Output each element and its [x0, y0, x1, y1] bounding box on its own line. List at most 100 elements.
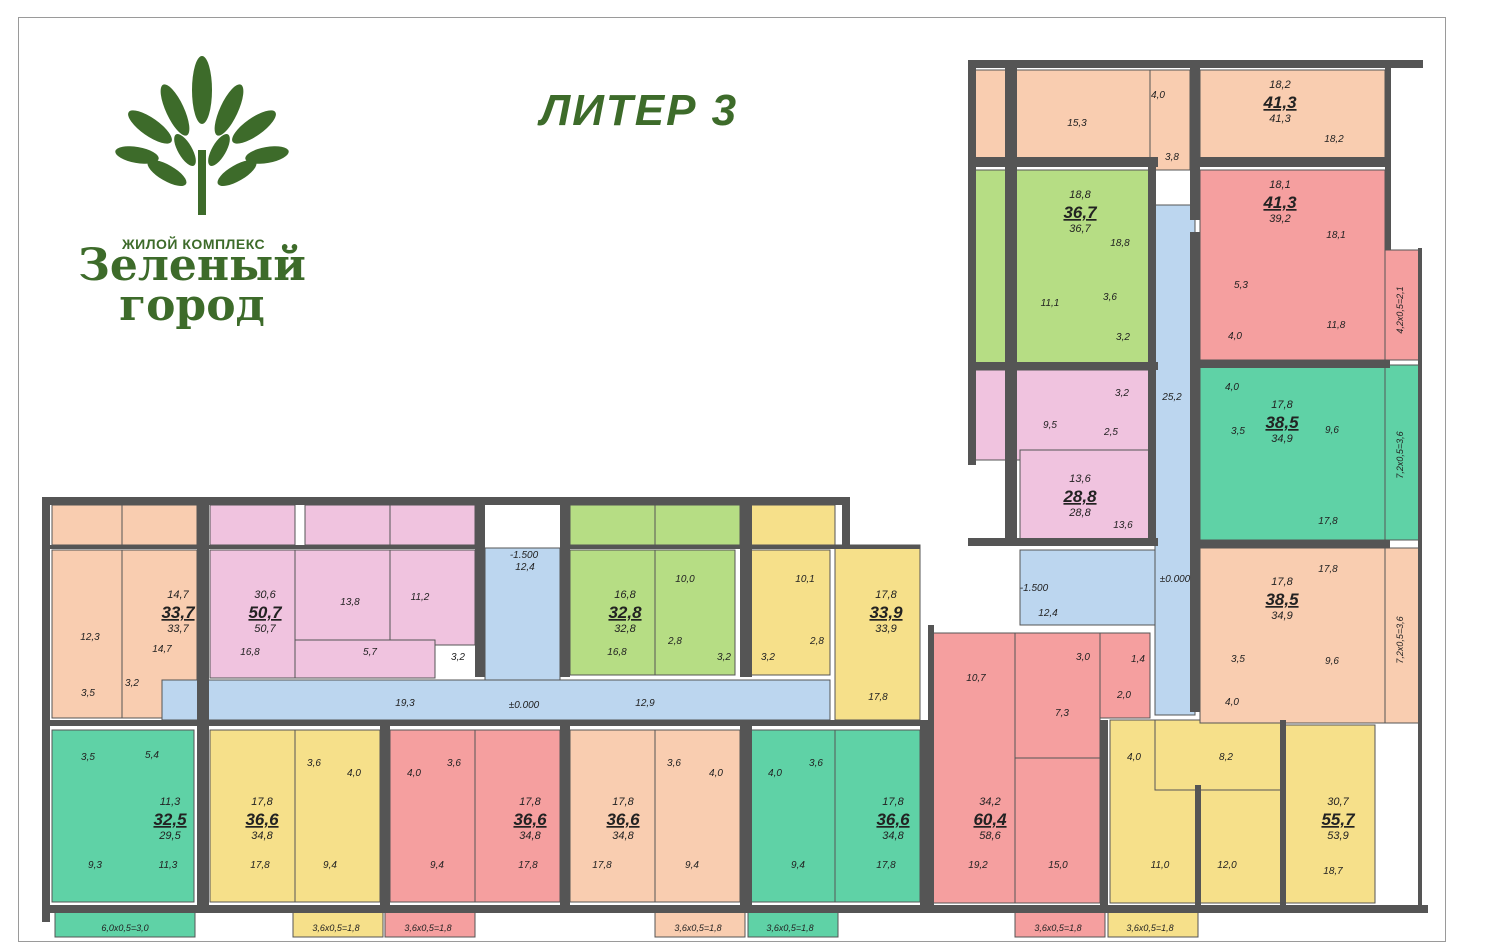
room-area-label: 12,3	[80, 632, 100, 643]
wall-4	[842, 497, 850, 545]
room-area-label: 4,0	[768, 768, 782, 779]
level-mark: ±0.000	[1160, 574, 1191, 585]
room-area-label: 18,1	[1326, 230, 1345, 241]
wall-12	[740, 722, 752, 905]
room-50	[1384, 364, 1421, 541]
room-area-label: 5,3	[1234, 280, 1248, 291]
room-3	[51, 549, 123, 719]
room-area-label: 25,2	[1161, 392, 1182, 403]
apartment-living-area: 17,8	[1271, 576, 1293, 588]
apartment-total-area: 36,6	[876, 810, 910, 829]
wall-23	[1148, 160, 1156, 540]
room-10	[389, 549, 476, 646]
apartment-total-area: 33,9	[869, 603, 903, 622]
apartment-total-area: 55,7	[1321, 810, 1356, 829]
apartment-area-secondary: 53,9	[1327, 830, 1348, 842]
room-area-label: 3,2	[761, 652, 775, 663]
brand-name: Зеленый город	[72, 240, 312, 331]
apartment-living-area: 13,6	[1069, 473, 1091, 485]
balcony-label: 3,6x0,5=1,8	[312, 923, 359, 933]
room-area-label: 4,0	[709, 768, 723, 779]
room-55	[654, 911, 746, 938]
room-area-label: 3,2	[451, 652, 465, 663]
room-area-label: 18,7	[1323, 866, 1343, 877]
apartment-area-secondary: 58,6	[979, 830, 1001, 842]
room-5	[209, 504, 296, 546]
apartment-living-area: 16,8	[614, 589, 636, 601]
room-11	[294, 639, 436, 679]
room-area-label: 2,8	[809, 636, 824, 647]
wall-11	[560, 722, 570, 905]
balcony-label: 7,2x0,5=3,6	[1395, 616, 1405, 663]
room-area-label: 8,2	[1219, 752, 1233, 763]
brand-subtitle: ЖИЛОЙ КОМПЛЕКС	[122, 236, 266, 252]
logo-tree-icon	[115, 56, 289, 215]
apartment-area-secondary: 34,8	[519, 830, 541, 842]
room-1	[51, 504, 123, 546]
room-31	[1014, 632, 1101, 764]
apartment-area-secondary: 36,7	[1069, 223, 1091, 235]
wall-9	[197, 722, 209, 905]
room-area-label: 5,7	[363, 647, 377, 658]
apartment-area-secondary: 33,7	[167, 623, 189, 635]
room-area-label: 7,3	[1055, 708, 1069, 719]
brand-name-line2: город	[119, 280, 265, 331]
room-7	[389, 504, 476, 546]
room-area-label: 3,6	[447, 758, 461, 769]
room-54	[384, 911, 476, 938]
room-area-label: 2,8	[667, 636, 682, 647]
brand-name-line1: Зеленый	[78, 240, 306, 291]
room-42	[1199, 69, 1386, 159]
labels-layer: 14,733,733,730,650,750,716,832,832,817,8…	[80, 79, 1405, 933]
wall-38	[209, 720, 929, 726]
apartment-total-area: 32,5	[153, 810, 187, 829]
room-area-label: 17,8	[1318, 516, 1338, 527]
apartment-area-secondary: 34,9	[1271, 610, 1292, 622]
room-19	[161, 679, 831, 721]
room-51	[1384, 547, 1421, 724]
wall-6	[475, 497, 485, 677]
apartment-total-area: 33,7	[161, 603, 196, 622]
apartment-total-area: 41,3	[1262, 93, 1297, 112]
room-area-label: 3,5	[1231, 654, 1245, 665]
level-mark: ±0.000	[509, 700, 540, 711]
room-30	[929, 632, 1016, 904]
wall-35	[570, 545, 740, 549]
apartment-living-area: 34,2	[979, 796, 1000, 808]
room-27	[654, 729, 741, 903]
balcony-label: 3,6x0,5=1,8	[404, 923, 451, 933]
room-28	[749, 729, 836, 903]
wall-8	[740, 497, 752, 677]
room-area-label: 3,8	[1165, 152, 1179, 163]
apartment-area-secondary: 50,7	[254, 623, 276, 635]
room-area-label: 3,6	[307, 758, 321, 769]
room-area-label: 4,0	[1225, 382, 1239, 393]
room-43	[974, 169, 1151, 366]
room-53	[292, 911, 384, 938]
wall-36	[752, 545, 920, 549]
room-area-label: 17,8	[876, 860, 896, 871]
apartment-total-area: 50,7	[248, 603, 283, 622]
wall-29	[968, 538, 1158, 546]
room-52	[54, 911, 196, 938]
wall-32	[1280, 720, 1286, 910]
wall-15	[928, 905, 1428, 913]
room-41	[1149, 69, 1191, 171]
room-49	[1384, 249, 1421, 361]
room-13	[654, 504, 741, 546]
room-56	[747, 911, 839, 938]
wall-19	[1385, 60, 1391, 250]
room-area-label: 17,8	[1318, 564, 1338, 575]
wall-33	[50, 545, 200, 549]
apartment-area-secondary: 34,8	[251, 830, 273, 842]
page-title: ЛИТЕР 3	[540, 86, 739, 135]
room-area-label: 3,2	[717, 652, 731, 663]
room-area-label: 9,5	[1043, 420, 1057, 431]
apartment-area-secondary: 33,9	[875, 623, 896, 635]
room-area-label: 3,2	[1115, 388, 1129, 399]
room-39	[1154, 204, 1196, 716]
wall-22	[1190, 232, 1200, 712]
apartment-area-secondary: 39,2	[1269, 213, 1290, 225]
room-area-label: 19,2	[968, 860, 988, 871]
